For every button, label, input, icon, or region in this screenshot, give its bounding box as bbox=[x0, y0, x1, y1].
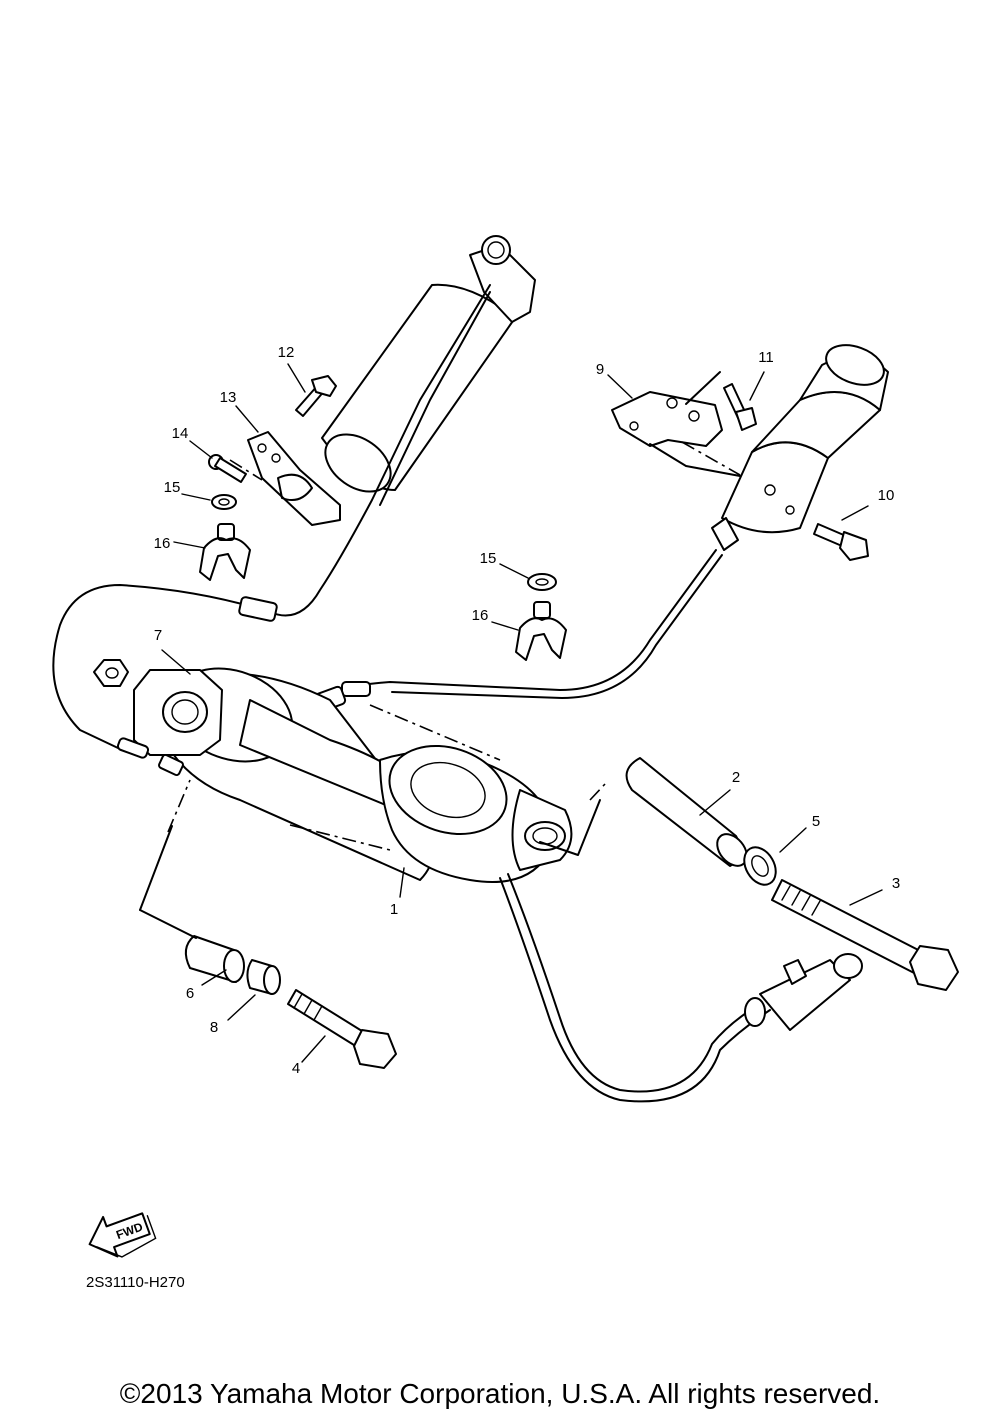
tank-bracket bbox=[247, 431, 341, 526]
copyright-notice: ©2013 Yamaha Motor Corporation, U.S.A. A… bbox=[119, 1378, 881, 1409]
preload-adjuster bbox=[711, 344, 889, 551]
callout-14: 14 bbox=[172, 425, 189, 442]
sensor-connector bbox=[744, 953, 863, 1031]
bolt-12 bbox=[295, 375, 337, 417]
callout-4: 4 bbox=[292, 1060, 300, 1077]
washer-15-left bbox=[211, 494, 237, 510]
sensor-cable bbox=[499, 877, 771, 1103]
rear-shock-absorber bbox=[133, 667, 573, 883]
clip-16-left bbox=[199, 523, 251, 581]
callout-15-right: 15 bbox=[480, 550, 497, 567]
callout-1: 1 bbox=[390, 901, 398, 918]
callout-11: 11 bbox=[758, 349, 774, 366]
callout-16-right: 16 bbox=[472, 607, 489, 624]
bolt-4 bbox=[287, 989, 397, 1069]
callout-7: 7 bbox=[154, 627, 162, 644]
leader-lines bbox=[161, 363, 883, 1063]
reservoir-tank bbox=[321, 235, 536, 493]
callout-16-left: 16 bbox=[154, 535, 171, 552]
hose-fitting-lower bbox=[116, 737, 184, 777]
alignment-lines bbox=[167, 441, 741, 851]
nut-7 bbox=[93, 659, 129, 687]
washer-15-right bbox=[527, 573, 557, 591]
reference-lines bbox=[139, 371, 741, 939]
callout-8: 8 bbox=[210, 1019, 218, 1036]
collar-6 bbox=[184, 935, 245, 983]
washer-5 bbox=[743, 846, 777, 886]
callout-6: 6 bbox=[186, 985, 194, 1002]
adjuster-bracket bbox=[611, 391, 723, 447]
diagram-code: 2S31110-H270 bbox=[86, 1274, 185, 1291]
callout-15-left: 15 bbox=[164, 479, 181, 496]
bolt-14 bbox=[208, 454, 247, 483]
callout-labels: 1 2 3 4 5 6 7 8 9 10 11 12 13 14 15 16 1… bbox=[154, 344, 901, 1077]
fwd-arrow: FWD bbox=[88, 1212, 157, 1258]
bolt-3 bbox=[771, 879, 959, 991]
collar-2 bbox=[625, 757, 748, 867]
bolt-10 bbox=[813, 523, 869, 561]
callout-12: 12 bbox=[278, 344, 295, 361]
clip-16-right bbox=[515, 601, 567, 661]
bolt-11 bbox=[723, 383, 757, 431]
callout-3: 3 bbox=[892, 875, 900, 892]
callout-9: 9 bbox=[596, 361, 604, 378]
callout-10: 10 bbox=[878, 487, 895, 504]
callout-13: 13 bbox=[220, 389, 237, 406]
hose-fitting-upper bbox=[238, 596, 278, 622]
collar-8 bbox=[246, 959, 281, 995]
reservoir-hose bbox=[52, 284, 491, 749]
callout-5: 5 bbox=[812, 813, 820, 830]
callout-2: 2 bbox=[732, 769, 740, 786]
